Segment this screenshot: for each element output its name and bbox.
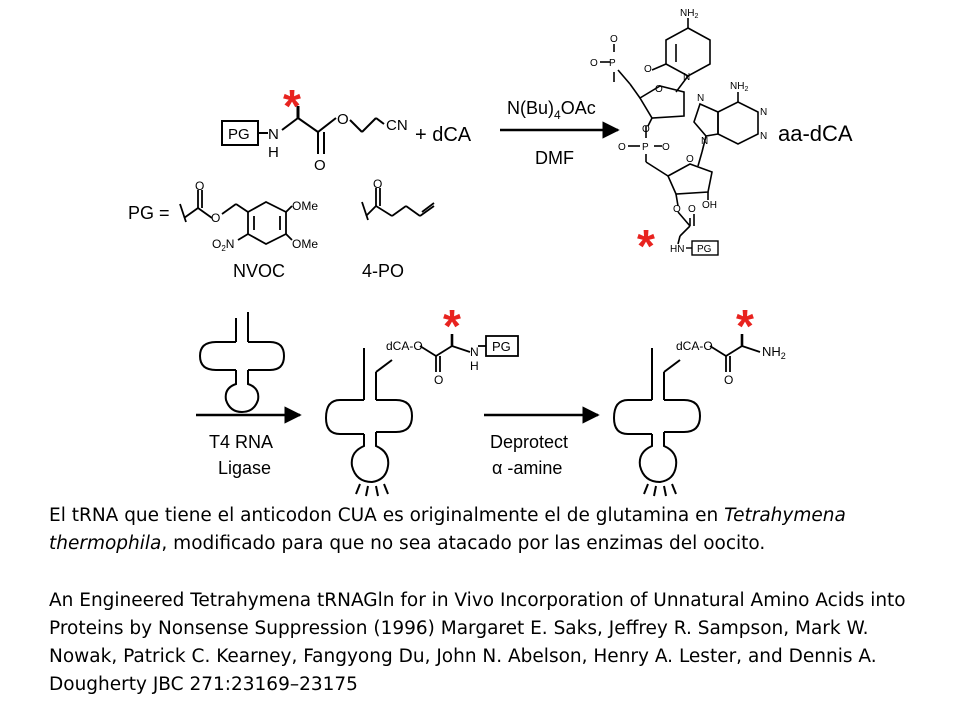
o-ester-dca: O bbox=[673, 204, 681, 215]
caption: El tRNA que tiene el anticodon CUA es or… bbox=[49, 502, 929, 699]
step1-line2: Ligase bbox=[218, 458, 271, 478]
o-ligation-1: O bbox=[434, 373, 443, 387]
o-carbonyl-dca: O bbox=[688, 204, 696, 215]
reaction-scheme-figure: PG N H O O CN + dCA * N(Bu)4OAc DMF bbox=[128, 8, 853, 497]
o-2: O bbox=[618, 142, 626, 153]
star-top: * bbox=[283, 80, 301, 132]
o-ligation-2: O bbox=[724, 373, 733, 387]
cn-label: CN bbox=[386, 117, 408, 134]
n-cytosine: N bbox=[683, 72, 690, 83]
o-nvoc-1: O bbox=[195, 179, 204, 193]
o-nvoc-2: O bbox=[211, 211, 220, 225]
pg-equals: PG = bbox=[128, 203, 170, 223]
o-4po: O bbox=[373, 177, 382, 191]
p-1: P bbox=[609, 58, 616, 69]
trna-3 bbox=[612, 348, 702, 497]
amino-acid-cyanomethyl-ester bbox=[221, 106, 385, 154]
dca-o-label-2: dCA-O bbox=[676, 339, 713, 353]
dca-o-label-1: dCA-O bbox=[386, 339, 423, 353]
trna-1 bbox=[198, 312, 286, 414]
o-1: O bbox=[590, 58, 598, 69]
h-label-top: H bbox=[268, 144, 279, 161]
oh-label: OH bbox=[702, 200, 717, 211]
caption-paragraph-1: El tRNA que tiene el anticodon CUA es or… bbox=[49, 502, 929, 558]
step1-line1: T4 RNA bbox=[209, 432, 273, 452]
n-adenine-4: N bbox=[701, 136, 708, 147]
n-label-top: N bbox=[268, 126, 279, 143]
nh2-ligation: NH2 bbox=[762, 344, 786, 361]
nvoc-label: NVOC bbox=[233, 261, 285, 281]
reagent-below-arrow: DMF bbox=[535, 148, 574, 168]
o2n-label: O2N bbox=[212, 237, 234, 253]
o-label-carbonyl: O bbox=[314, 157, 326, 174]
pg-label-top: PG bbox=[228, 126, 250, 143]
star-ligation-1: * bbox=[443, 300, 461, 352]
product-label: aa-dCA bbox=[778, 121, 853, 146]
caption-reference: An Engineered Tetrahymena tRNAGln for in… bbox=[49, 590, 906, 695]
nh2-mid: NH2 bbox=[730, 81, 748, 93]
reagent-above-arrow: N(Bu)4OAc bbox=[507, 98, 596, 122]
o-minus-2: O bbox=[662, 142, 670, 153]
hn-label: HN bbox=[670, 244, 684, 255]
p-2: P bbox=[642, 142, 649, 153]
plus-dca-label: + dCA bbox=[415, 124, 472, 146]
o-label-ester: O bbox=[337, 111, 349, 128]
caption-text-1b: , modificado para que no sea atacado por… bbox=[161, 533, 766, 554]
step2-line2: α -amine bbox=[492, 458, 562, 478]
n-adenine-3: N bbox=[697, 93, 704, 104]
pg-label-ligation: PG bbox=[492, 339, 511, 354]
o-ring-2: O bbox=[686, 154, 694, 165]
n-adenine-1: N bbox=[760, 107, 767, 118]
n-adenine-2: N bbox=[760, 131, 767, 142]
ome-top: OMe bbox=[292, 199, 318, 213]
o-cytosine: O bbox=[644, 64, 652, 75]
caption-text-1a: El tRNA que tiene el anticodon CUA es or… bbox=[49, 505, 725, 526]
pg-label-dca: PG bbox=[697, 244, 712, 255]
o-minus-1: O bbox=[610, 34, 618, 45]
aa-pg-2 bbox=[419, 334, 519, 372]
nvoc-structure bbox=[179, 190, 293, 246]
star-dca: * bbox=[637, 220, 655, 272]
star-ligation-2: * bbox=[736, 300, 754, 352]
n-ligation-1: N bbox=[470, 345, 479, 359]
caption-species-name: Tetrahymena thermophila bbox=[49, 505, 846, 554]
free-aa-3 bbox=[709, 334, 761, 372]
trna-2 bbox=[324, 348, 414, 497]
nh2-top: NH2 bbox=[680, 8, 698, 20]
o-link: O bbox=[642, 124, 650, 135]
ome-bottom: OMe bbox=[292, 237, 318, 251]
4-po-structure bbox=[361, 188, 435, 221]
o-ring-1: O bbox=[655, 84, 663, 95]
dca-structure bbox=[600, 18, 759, 245]
po-label: 4-PO bbox=[362, 261, 404, 281]
step2-line1: Deprotect bbox=[490, 432, 568, 452]
h-ligation-1: H bbox=[470, 359, 479, 373]
